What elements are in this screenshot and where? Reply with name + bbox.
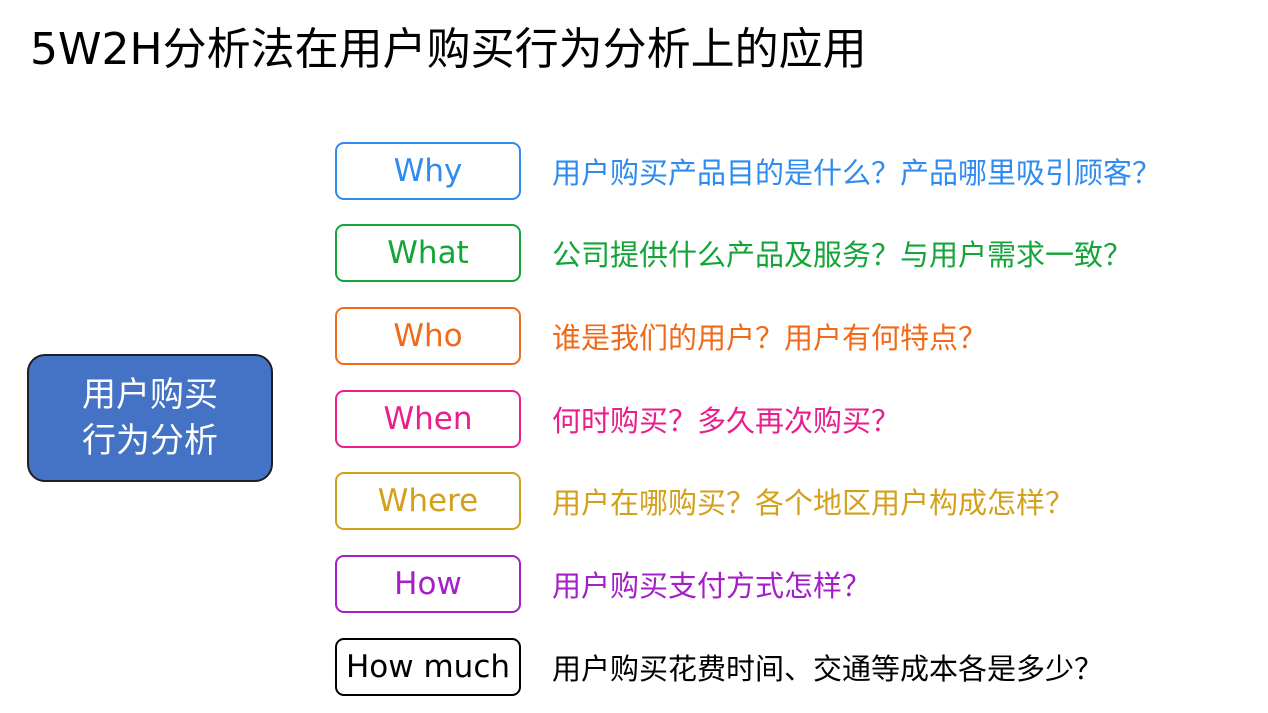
why-question: 用户购买产品目的是什么？产品哪里吸引顾客？ (552, 156, 1162, 190)
what-question: 公司提供什么产品及服务？与用户需求一致？ (552, 238, 1133, 272)
who-question: 谁是我们的用户？用户有何特点？ (552, 321, 988, 355)
how-question: 用户购买支付方式怎样？ (552, 569, 872, 603)
when-question: 何时购买？多久再次购买？ (552, 404, 901, 438)
row-how: How 用户购买支付方式怎样？ (0, 555, 1268, 613)
row-how-much: How much 用户购买花费时间、交通等成本各是多少？ (0, 638, 1268, 696)
where-label-box: Where (335, 472, 521, 530)
how-much-label-box: How much (335, 638, 521, 696)
row-where: Where 用户在哪购买？各个地区用户构成怎样？ (0, 472, 1268, 530)
row-why: Why 用户购买产品目的是什么？产品哪里吸引顾客？ (0, 142, 1268, 200)
center-topic-box: 用户购买 行为分析 (27, 354, 273, 482)
row-what: What 公司提供什么产品及服务？与用户需求一致？ (0, 224, 1268, 282)
why-label-box: Why (335, 142, 521, 200)
center-topic-line-2: 行为分析 (82, 421, 218, 461)
where-question: 用户在哪购买？各个地区用户构成怎样？ (552, 486, 1075, 520)
row-who: Who 谁是我们的用户？用户有何特点？ (0, 307, 1268, 365)
page-title: 5W2H分析法在用户购买行为分析上的应用 (30, 24, 867, 75)
when-label-box: When (335, 390, 521, 448)
what-label-box: What (335, 224, 521, 282)
who-label-box: Who (335, 307, 521, 365)
how-much-question: 用户购买花费时间、交通等成本各是多少？ (552, 652, 1104, 686)
how-label-box: How (335, 555, 521, 613)
center-topic-line-1: 用户购买 (82, 375, 218, 415)
row-when: When 何时购买？多久再次购买？ (0, 390, 1268, 448)
